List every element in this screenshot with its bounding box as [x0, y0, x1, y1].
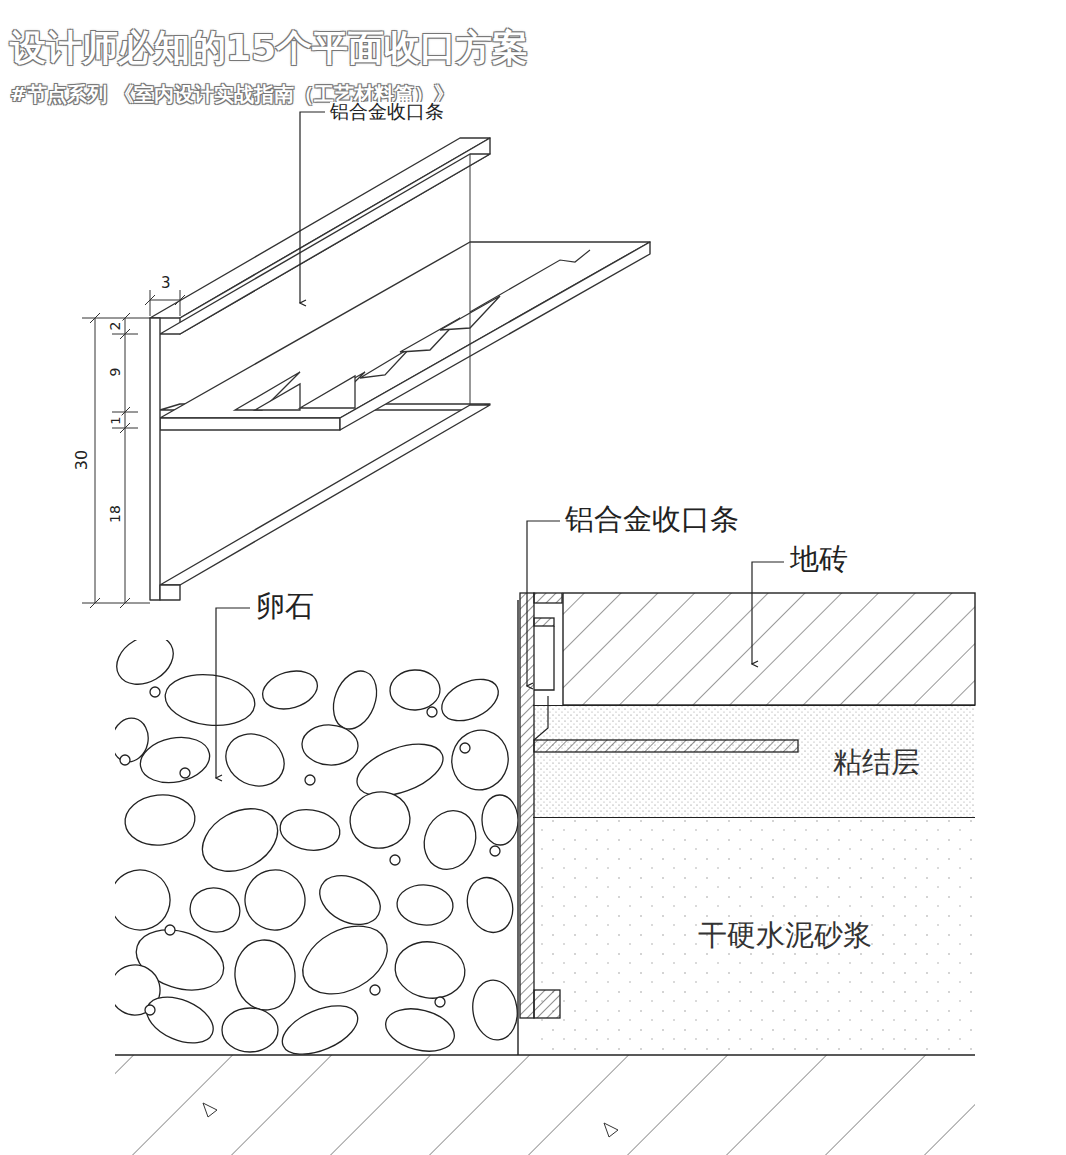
pebble — [162, 670, 257, 731]
bond-layer-band: 粘结层 — [533, 705, 975, 818]
part-label: 卵石 — [256, 592, 314, 621]
pebble — [301, 724, 359, 767]
pebble — [217, 724, 293, 795]
pebble — [278, 806, 343, 854]
pebble — [460, 743, 470, 753]
pebble — [416, 803, 485, 877]
pebble — [482, 795, 518, 846]
dimension: 18 — [108, 503, 122, 525]
pebble — [381, 1002, 459, 1055]
pebble — [390, 855, 400, 865]
part-label: 铝合金收口条 — [565, 505, 739, 534]
pebble — [391, 937, 469, 1003]
pebble — [180, 768, 190, 778]
pebble — [145, 1005, 155, 1015]
pebble — [222, 1008, 278, 1052]
pebble — [435, 997, 445, 1007]
pebble — [115, 860, 180, 939]
pebble — [123, 791, 198, 848]
pebble — [312, 866, 389, 934]
material-label: 干硬水泥砂浆 — [698, 921, 872, 950]
dimension: 2 — [108, 320, 122, 333]
pebble — [427, 707, 437, 717]
pebble — [396, 883, 455, 927]
pebble — [460, 871, 518, 938]
pebble — [120, 755, 130, 765]
pebble — [350, 734, 450, 806]
pebble — [469, 977, 518, 1043]
pebble — [150, 687, 160, 697]
dimension: 30 — [74, 448, 90, 472]
pebble — [258, 665, 322, 715]
pebble — [165, 925, 175, 935]
dimension: 3 — [161, 276, 171, 291]
pebble — [370, 985, 380, 995]
pebble — [186, 883, 245, 937]
pebble — [240, 865, 310, 935]
pebble — [291, 912, 399, 1007]
pebble — [326, 665, 385, 735]
pebble — [232, 938, 298, 1013]
pebble — [136, 732, 213, 789]
pebble — [389, 669, 440, 711]
pebble — [305, 775, 315, 785]
pebble — [490, 846, 500, 856]
pebble — [140, 988, 220, 1052]
pebble — [435, 671, 505, 729]
mortar-region: 干硬水泥砂浆 — [533, 818, 975, 1055]
subtitle: #节点系列 《室内设计实战指南（工艺材料篇）》 — [10, 84, 454, 104]
dimension: 9 — [108, 366, 122, 379]
dimension: 1 — [109, 414, 122, 426]
pebble — [444, 723, 515, 797]
pebble — [275, 996, 364, 1055]
title: 设计师必知的15个平面收口方案 — [10, 30, 528, 66]
part-label: 铝合金收口条 — [330, 102, 444, 121]
pebble — [344, 785, 416, 855]
material-label: 粘结层 — [833, 748, 920, 777]
part-label: 地砖 — [790, 545, 848, 574]
